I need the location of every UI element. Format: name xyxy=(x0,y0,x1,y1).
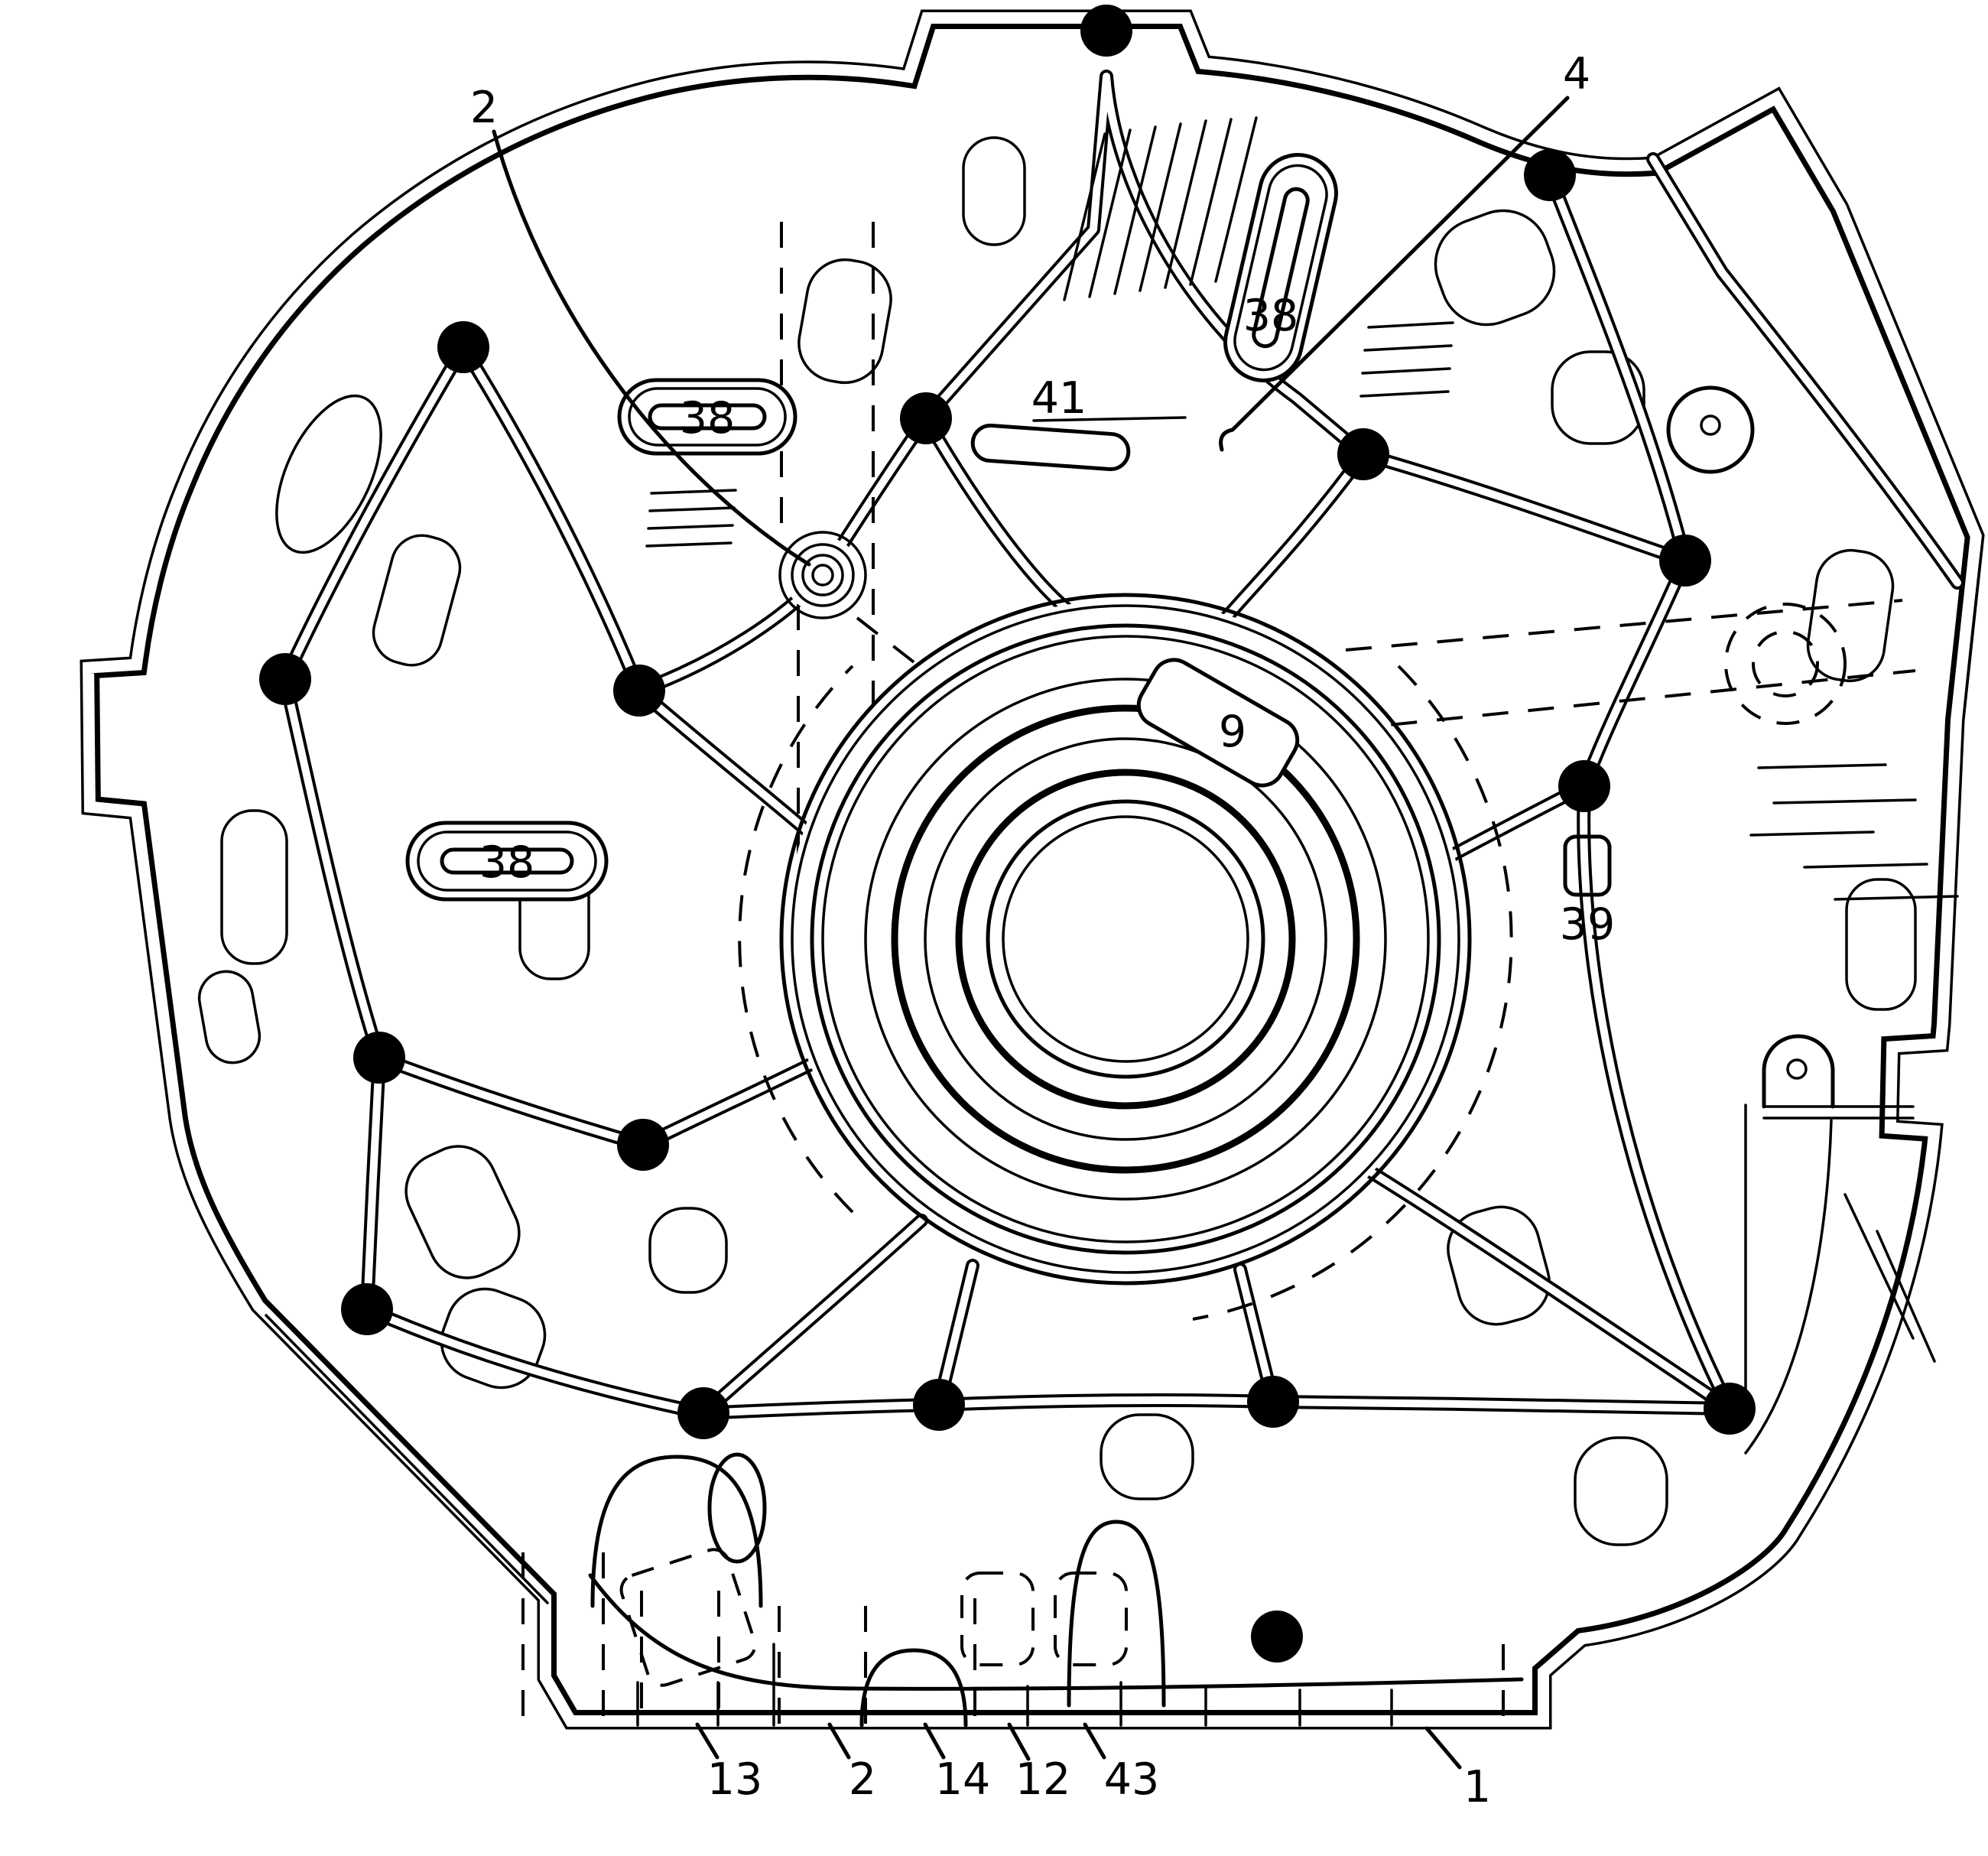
leader-12 xyxy=(1007,1722,1031,1761)
callout-38-upper-left: 38 xyxy=(680,393,736,444)
leader-13 xyxy=(695,1722,720,1760)
callout-12: 12 xyxy=(1015,1754,1071,1805)
leader-2-bottom xyxy=(827,1722,851,1760)
callout-1: 1 xyxy=(1463,1762,1491,1812)
callout-38-top: 38 xyxy=(1243,291,1299,341)
callout-41: 41 xyxy=(1031,373,1087,424)
callout-38-mid-left: 38 xyxy=(479,837,535,888)
right-side-details xyxy=(1666,385,1915,1455)
dowel-pin xyxy=(778,531,867,619)
callout-4: 4 xyxy=(1563,49,1590,99)
callout-2-bottom: 2 xyxy=(849,1754,876,1805)
bolt-holes xyxy=(259,5,1756,1663)
callouts: 2 4 13 2 14 12 43 1 xyxy=(470,49,1590,1812)
crankshaft-bore xyxy=(779,593,1472,1286)
pad-mid-left-38: 38 xyxy=(405,821,609,902)
leader-14 xyxy=(923,1722,946,1760)
id-pads: 38 38 38 41 9 xyxy=(405,153,1616,950)
bore-tag-9: 9 xyxy=(1136,658,1300,788)
boss-top-right xyxy=(1666,385,1755,474)
callout-13: 13 xyxy=(707,1754,763,1805)
hatching xyxy=(645,116,1959,1363)
hidden-lines xyxy=(521,222,1916,1725)
callout-43: 43 xyxy=(1104,1754,1160,1805)
casting-pockets xyxy=(197,136,1917,1546)
bottom-features xyxy=(265,1314,1524,1728)
callout-39: 39 xyxy=(1560,899,1616,950)
callout-2-top: 2 xyxy=(470,83,498,133)
leader-43 xyxy=(1083,1722,1106,1760)
leader-1 xyxy=(1424,1726,1462,1770)
callout-9: 9 xyxy=(1219,707,1246,757)
leader-2-top xyxy=(492,129,811,567)
leader-4 xyxy=(1219,96,1570,452)
pad-39: 39 xyxy=(1560,834,1616,950)
pad-upper-left-38: 38 xyxy=(617,378,797,456)
slot-41: 41 xyxy=(970,373,1187,472)
pad-top-38 xyxy=(1223,153,1338,382)
callout-14: 14 xyxy=(935,1754,991,1805)
